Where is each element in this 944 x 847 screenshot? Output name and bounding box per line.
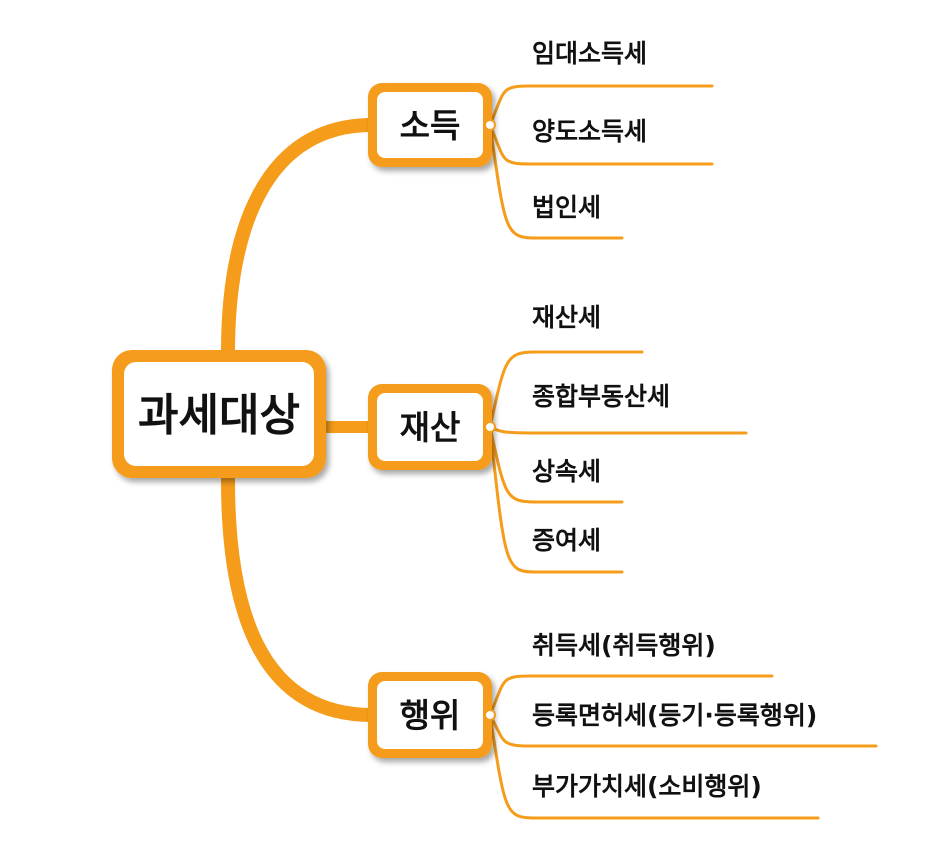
branch-income-connectors <box>488 84 714 240</box>
central-label: 과세대상 <box>138 390 300 441</box>
connector-central-to-act <box>221 473 379 722</box>
branch-node-act <box>368 672 492 758</box>
leaf-acquisition-tax: 취득세(취득행위) <box>532 631 716 660</box>
branch-node-property <box>368 384 492 470</box>
branch-label-property: 재산 <box>400 408 461 447</box>
leaf-rental-income-tax: 임대소득세 <box>532 39 647 68</box>
branch-dot-act <box>484 709 496 721</box>
branch-label-income: 소득 <box>400 106 461 145</box>
leaf-gift-tax: 증여세 <box>532 526 601 555</box>
leaf-property-tax: 재산세 <box>532 303 601 332</box>
main-connectors <box>221 118 379 722</box>
leaf-registration-license-tax: 등록면허세(등기·등록행위) <box>532 701 817 730</box>
leaf-comprehensive-real-estate-tax: 종합부동산세 <box>532 382 670 411</box>
branch-act-connectors <box>488 674 878 820</box>
branch-property-connectors <box>488 350 748 574</box>
leaf-value-added-tax: 부가가치세(소비행위) <box>532 772 762 801</box>
connector-central-to-income <box>221 118 379 359</box>
branch-dot-property <box>484 421 496 433</box>
branch-dot-income <box>484 119 496 131</box>
branch-node-income <box>368 83 492 167</box>
central-node <box>112 350 326 478</box>
leaf-corporate-tax: 법인세 <box>532 193 601 222</box>
branch-label-act: 행위 <box>400 696 461 735</box>
leaf-inheritance-tax: 상속세 <box>532 457 601 486</box>
leaf-capital-gains-tax: 양도소득세 <box>532 117 647 146</box>
